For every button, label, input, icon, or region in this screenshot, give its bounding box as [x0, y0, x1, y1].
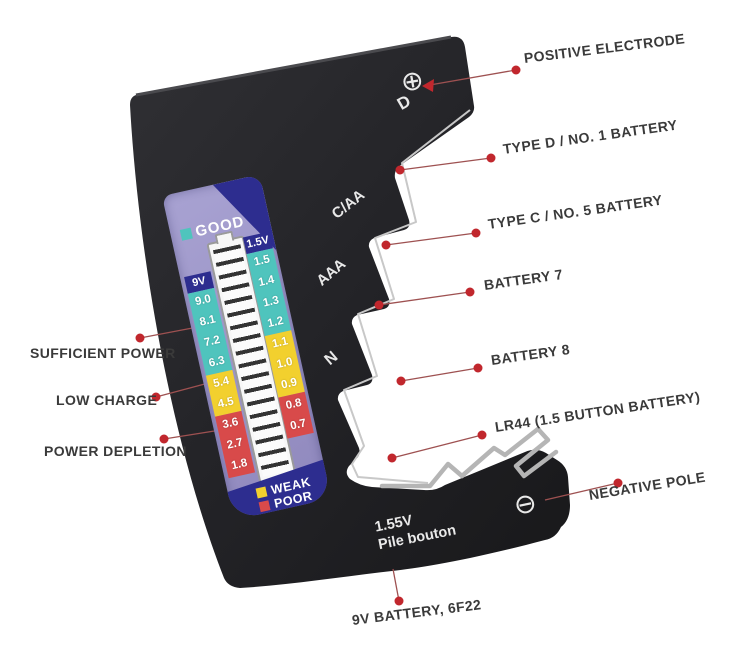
scale-value: 0.7	[289, 417, 308, 433]
spring-clip	[379, 426, 559, 489]
callout-low-charge: LOW CHARGE	[56, 392, 158, 408]
scale-value: 1.8	[230, 457, 249, 473]
gauge-top-nub	[214, 230, 235, 245]
poor-color-swatch	[259, 500, 271, 512]
callout-sufficient-power: SUFFICIENT POWER	[30, 345, 176, 361]
device-top-bevel	[135, 35, 452, 97]
weak-color-swatch	[256, 487, 268, 499]
good-color-swatch	[179, 227, 193, 241]
callout-power-depletion: POWER DEPLETION	[44, 443, 187, 459]
slider-arm-edge	[343, 109, 471, 484]
